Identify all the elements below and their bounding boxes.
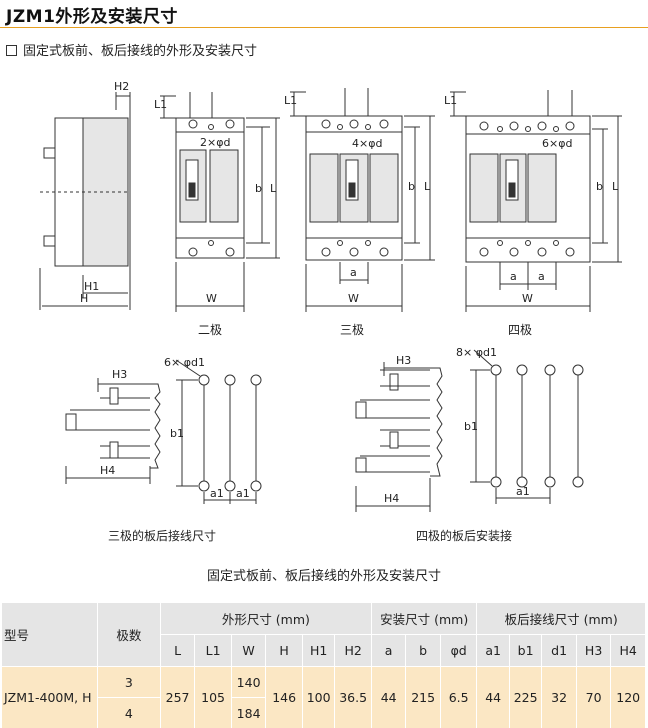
page-title: JZM1外形及安装尺寸 [6,7,178,27]
caption-four-pole: 四极 [508,323,532,337]
cell-phid: 6.5 [440,666,478,728]
cell-H2: 36.5 [334,666,372,728]
cell-H1: 100 [302,666,336,728]
four-pole-l1-label: L1 [444,94,457,107]
header-L1: L1 [194,634,232,667]
cell-W-3: 140 [231,666,267,698]
two-pole-hole-label: 2×φd [200,136,230,149]
side-h2-label: H2 [114,80,129,93]
cell-d1: 32 [541,666,577,728]
three-pole-a-label: a [350,266,357,279]
table-caption: 固定式板前、板后接线的外形及安装尺寸 [206,569,441,584]
rear3-b1-label: b1 [170,427,184,440]
three-pole-b-label: b [408,180,415,193]
header-W: W [231,634,267,667]
four-pole-front-drawing [450,90,622,312]
dimension-table: 型号 极数 外形尺寸 (mm) 安装尺寸 (mm) 板后接线尺寸 (mm) L … [2,603,646,728]
two-pole-w-label: W [206,292,217,305]
header-a1: a1 [476,634,510,667]
cell-H4: 120 [610,666,646,728]
header-d1: d1 [541,634,577,667]
header-b: b [405,634,441,667]
cell-H3: 70 [576,666,612,728]
side-h-label: H [80,292,88,305]
section-subtitle-text: 固定式板前、板后接线的外形及安装尺寸 [23,44,258,59]
header-H3: H3 [576,634,612,667]
caption-rear-four-pole: 四极的板后安装接 [416,528,512,543]
rear3-a1-label-2: a1 [236,487,250,500]
three-pole-hole-label: 4×φd [352,137,382,150]
three-pole-l1-label: L1 [284,94,297,107]
caption-rear-three-pole: 三极的板后接线尺寸 [108,528,216,543]
header-phid: φd [440,634,478,667]
header-poles: 极数 [97,603,161,667]
dimension-drawings: H2 H1 H L1 2×φd b L W L1 4×φd b L a W L1… [39,80,622,543]
rear3-a1-label-1: a1 [210,487,224,500]
header-L: L [160,634,196,667]
rear-four-pole-drawing [355,349,584,512]
caption-three-pole: 三极 [340,323,364,337]
header-H: H [265,634,303,667]
side-h1-label: H1 [84,280,99,293]
header-outline-group: 外形尺寸 (mm) [160,603,372,635]
four-pole-a-label-2: a [538,270,545,283]
table-header-row-2: L L1 W H H1 H2 a b φd a1 b1 d1 H3 H4 [2,634,646,667]
rear4-a1-label: a1 [516,485,530,498]
cell-a1: 44 [476,666,510,728]
section-subtitle: 固定式板前、板后接线的外形及安装尺寸 [6,40,257,59]
rear3-hole-label: 6× φd1 [164,356,205,369]
table-row: JZM1-400M, H 3 257 105 140 146 100 36.5 … [2,666,646,728]
rear3-h3-label: H3 [112,368,127,381]
header-H2: H2 [334,634,372,667]
three-pole-front-drawing [290,88,435,312]
header-a: a [371,634,407,667]
four-pole-a-label-1: a [510,270,517,283]
header-H4: H4 [610,634,646,667]
two-pole-l1-label: L1 [154,98,167,111]
rear3-h4-label: H4 [100,464,115,477]
cell-b1: 225 [509,666,543,728]
four-pole-hole-label: 6×φd [542,137,572,150]
cell-H: 146 [265,666,303,728]
four-pole-w-label: W [522,292,533,305]
rear4-b1-label: b1 [464,420,478,433]
cell-W-4: 184 [231,697,267,728]
cell-a: 44 [371,666,407,728]
two-pole-l-label: L [270,182,277,195]
table-header-row-1: 型号 极数 外形尺寸 (mm) 安装尺寸 (mm) 板后接线尺寸 (mm) [2,603,646,667]
rear4-hole-label: 8× φd1 [456,346,497,359]
header-rear-group: 板后接线尺寸 (mm) [476,603,646,635]
title-divider [0,27,648,28]
two-pole-b-label: b [255,182,262,195]
cell-b: 215 [405,666,441,728]
four-pole-b-label: b [596,180,603,193]
checkbox-square-icon [6,45,17,56]
header-b1: b1 [509,634,543,667]
cell-poles-4: 4 [97,697,161,728]
four-pole-l-label: L [612,180,619,193]
header-model: 型号 [2,603,98,667]
two-pole-front-drawing [160,92,280,312]
header-install-group: 安装尺寸 (mm) [371,603,478,635]
cell-L1: 105 [194,666,232,728]
caption-two-pole: 二极 [198,323,222,337]
rear4-h3-label: H3 [396,354,411,367]
three-pole-w-label: W [348,292,359,305]
side-view-drawing [39,92,131,310]
rear4-h4-label: H4 [384,492,399,505]
header-H1: H1 [302,634,336,667]
cell-model: JZM1-400M, H [2,666,98,728]
rear-three-pole-drawing [65,359,262,504]
cell-poles-3: 3 [97,666,161,698]
table-row: 4 184 [2,697,646,728]
cell-L: 257 [160,666,196,728]
three-pole-l-label: L [424,180,431,193]
